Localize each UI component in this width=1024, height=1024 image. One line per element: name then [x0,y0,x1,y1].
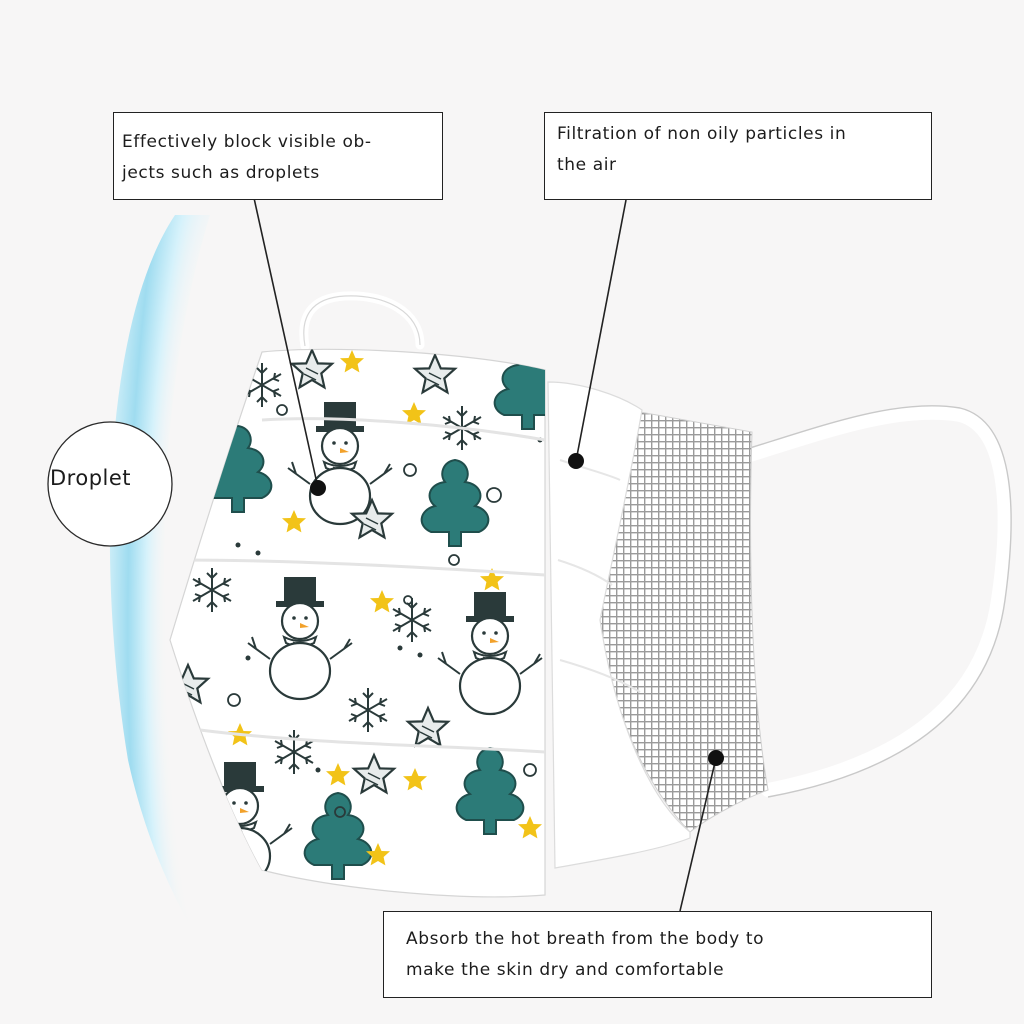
callout-filtration-line1: Filtration of non oily particles in [557,124,847,144]
callout-filtration: Filtration of non oily particles in the … [544,112,932,200]
outer-printed-layer [169,348,546,898]
callout-filtration-line2: the air [557,155,617,175]
droplet-circle [47,421,173,547]
middle-layer [547,381,691,869]
callout-absorb-line2: make the skin dry and comfortable [406,960,725,980]
callout-block-line1: Effectively block visible ob- [122,132,372,152]
callout-block-droplets: Effectively block visible ob- jects such… [113,112,443,200]
callout-absorb-breath: Absorb the hot breath from the body to m… [383,911,932,998]
droplet-label: Droplet [50,466,132,490]
pointer-dot [708,750,724,766]
pointer-dot [310,480,326,496]
ear-loop [743,405,1012,797]
droplet-shield [109,215,245,965]
callout-block-line2: jects such as droplets [122,163,320,183]
callout-absorb-line1: Absorb the hot breath from the body to [406,929,765,949]
pointer-dot [568,453,584,469]
